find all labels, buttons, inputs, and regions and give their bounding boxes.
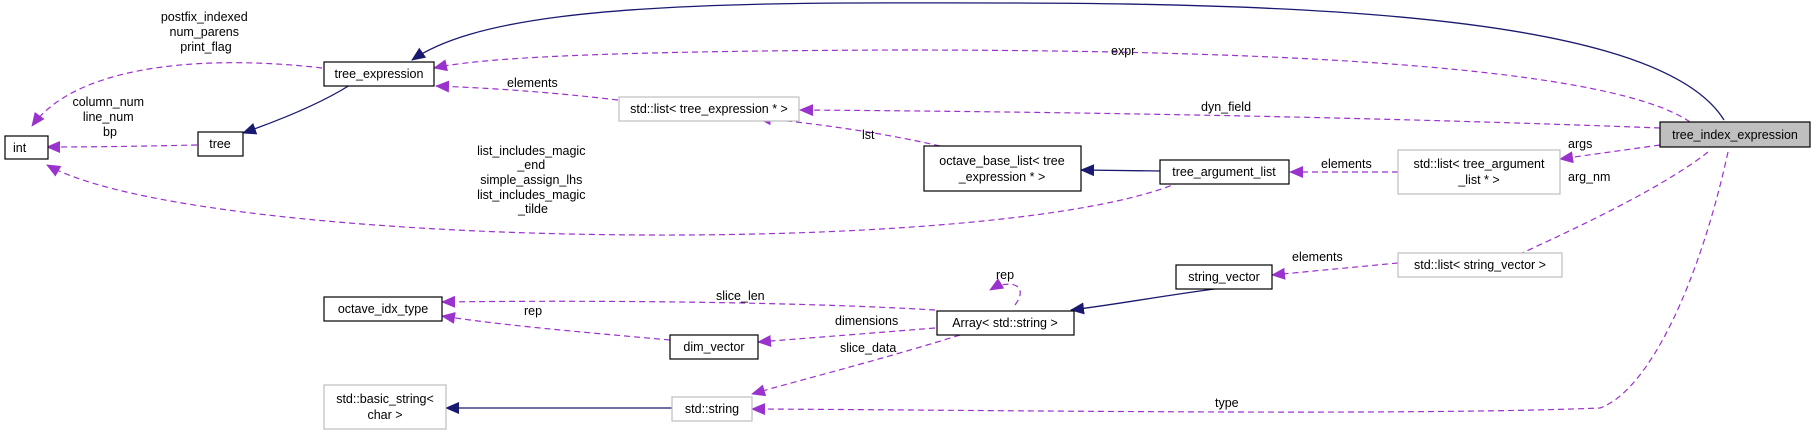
node-octave-base-list[interactable]: octave_base_list< tree _expression * > [923,145,1082,192]
node-tree[interactable]: tree [197,131,244,157]
edge-label-rep-self: rep [996,268,1014,282]
edge-inherit-tree-index-expression-to-tree-expression [411,2,1725,121]
svg-text:tree_expression: tree_expression [335,67,424,81]
edge-use-array-rep-self [989,278,1021,306]
edge-use-tree-index-expression-type [751,151,1729,416]
edge-label-type: type [1215,396,1239,410]
edge-use-tree-index-expression-dyn-field [799,104,1661,129]
svg-text:std::list< tree_expression * >: std::list< tree_expression * > [630,102,788,116]
edge-label-slice-len: slice_len [716,289,765,303]
svg-text:octave_idx_type: octave_idx_type [338,302,428,316]
node-std-list-string-vector[interactable]: std::list< string_vector > [1397,252,1563,278]
node-std-list-tree-expression[interactable]: std::list< tree_expression * > [618,96,800,122]
edge-label-lst: lst [862,128,875,142]
node-std-list-tree-argument-list[interactable]: std::list< tree_argument _list * > [1397,149,1561,195]
edge-label-rep-dim: rep [524,304,542,318]
edge-use-tree-argument-list-to-int [46,164,1181,236]
svg-text:std::list< tree_argument: std::list< tree_argument [1414,157,1545,171]
edge-label-dimensions: dimensions [835,314,898,328]
edge-use-tree-expression-to-int [31,62,323,127]
svg-text:tree_index_expression: tree_index_expression [1672,128,1798,142]
node-string-vector[interactable]: string_vector [1175,264,1273,290]
svg-text:tree_argument_list: tree_argument_list [1172,165,1276,179]
node-tree-index-expression[interactable]: tree_index_expression [1659,121,1811,148]
edge-use-dim-vector-rep [441,312,671,341]
node-int[interactable]: int [4,135,49,160]
node-std-basic-string[interactable]: std::basic_string< char > [323,384,447,430]
edge-label-slice-data: slice_data [840,341,896,355]
edge-inherit-tree-argument-list-to-octave-base-list [1080,164,1161,177]
svg-text:int: int [13,141,27,155]
edge-inherit-array-to-string-vector [1070,287,1223,315]
node-array-std-string[interactable]: Array< std::string > [936,310,1075,336]
node-octave-idx-type[interactable]: octave_idx_type [323,296,443,322]
edge-use-tree-index-expression-args [1559,144,1661,164]
svg-text:tree: tree [209,137,231,151]
edge-use-array-dimensions [757,327,936,347]
svg-text:Array< std::string >: Array< std::string > [952,316,1058,330]
svg-text:dim_vector: dim_vector [683,340,744,354]
edge-use-octave-base-list-lst [757,113,941,147]
svg-text:std::string: std::string [685,402,739,416]
edge-label-elements-expr: elements [507,76,558,90]
edge-label-int-members-argument-list: list_includes_magic _end simple_assign_l… [477,144,589,216]
edge-use-array-slice-data [751,334,961,397]
edge-label-int-members-tree-expression: postfix_indexed num_parens print_flag [161,10,251,54]
node-tree-expression[interactable]: tree_expression [323,61,435,87]
svg-text:_expression * >: _expression * > [958,170,1046,184]
node-tree-argument-list[interactable]: tree_argument_list [1159,159,1290,185]
svg-text:std::list< string_vector >: std::list< string_vector > [1414,258,1546,272]
edge-label-expr: expr [1111,44,1135,58]
edge-use-list-string-vector-elements [1271,262,1399,280]
node-std-string[interactable]: std::string [671,396,753,422]
edge-label-elements-arg: elements [1321,157,1372,171]
svg-text:std::basic_string<: std::basic_string< [336,392,434,406]
edge-inherit-tree-expression-to-tree [242,84,351,135]
edge-use-tree-to-int [46,140,198,153]
edge-label-elements-sv: elements [1292,250,1343,264]
node-dim-vector[interactable]: dim_vector [669,334,759,360]
edge-use-array-slice-len [441,295,936,311]
svg-text:octave_base_list< tree: octave_base_list< tree [939,154,1064,168]
svg-text:_list * >: _list * > [1457,173,1499,187]
edge-use-tree-index-expression-arg-nm [1499,151,1709,264]
svg-text:string_vector: string_vector [1188,270,1260,284]
edge-use-list-tree-expression-elements [435,80,619,101]
edge-label-int-members-tree: column_num line_num bp [72,95,147,139]
edge-label-dyn-field: dyn_field [1201,100,1251,114]
svg-text:char >: char > [367,408,402,422]
edge-label-args: args [1568,137,1592,151]
edge-label-arg-nm: arg_nm [1568,170,1610,184]
